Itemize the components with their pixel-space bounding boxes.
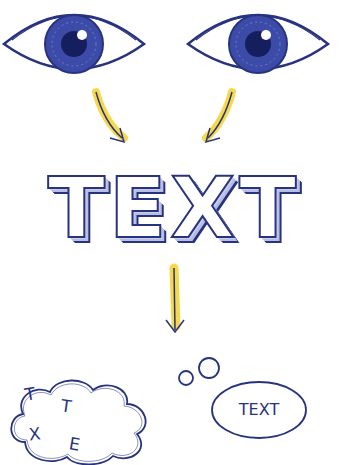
arrow-head: [110, 128, 124, 142]
arrow-line: [208, 92, 232, 138]
highlight: [261, 30, 271, 40]
highlight-stroke: [96, 92, 124, 138]
thought-bubble: [199, 358, 219, 378]
eye: [188, 15, 328, 73]
cloud-outline: [11, 380, 145, 464]
headline-3d-text: TEXT: [0, 166, 348, 250]
arrow-line: [96, 92, 122, 138]
pupil: [61, 31, 87, 57]
highlight-stroke: [206, 92, 232, 138]
arrow-head: [206, 128, 220, 142]
thought-text: T: [24, 385, 37, 404]
thought-text: X: [28, 425, 41, 443]
arrow-head: [166, 320, 184, 332]
thought-bubble: [179, 371, 193, 385]
highlight: [77, 30, 87, 40]
eye: [4, 15, 144, 73]
iris: [45, 15, 103, 73]
arrow: [166, 268, 184, 332]
arrow: [206, 92, 232, 142]
thought-cloud: TTXE: [5, 372, 155, 464]
iris: [229, 15, 287, 73]
thought-oval: TEXT: [210, 380, 308, 440]
thought-text: TEXT: [210, 402, 308, 418]
iris-hatch: [236, 22, 280, 66]
iris-hatch: [52, 22, 96, 66]
pupil: [245, 31, 271, 57]
arrow-line: [174, 268, 175, 330]
arrow: [96, 92, 124, 142]
cloud-sketch-line: [14, 384, 142, 462]
